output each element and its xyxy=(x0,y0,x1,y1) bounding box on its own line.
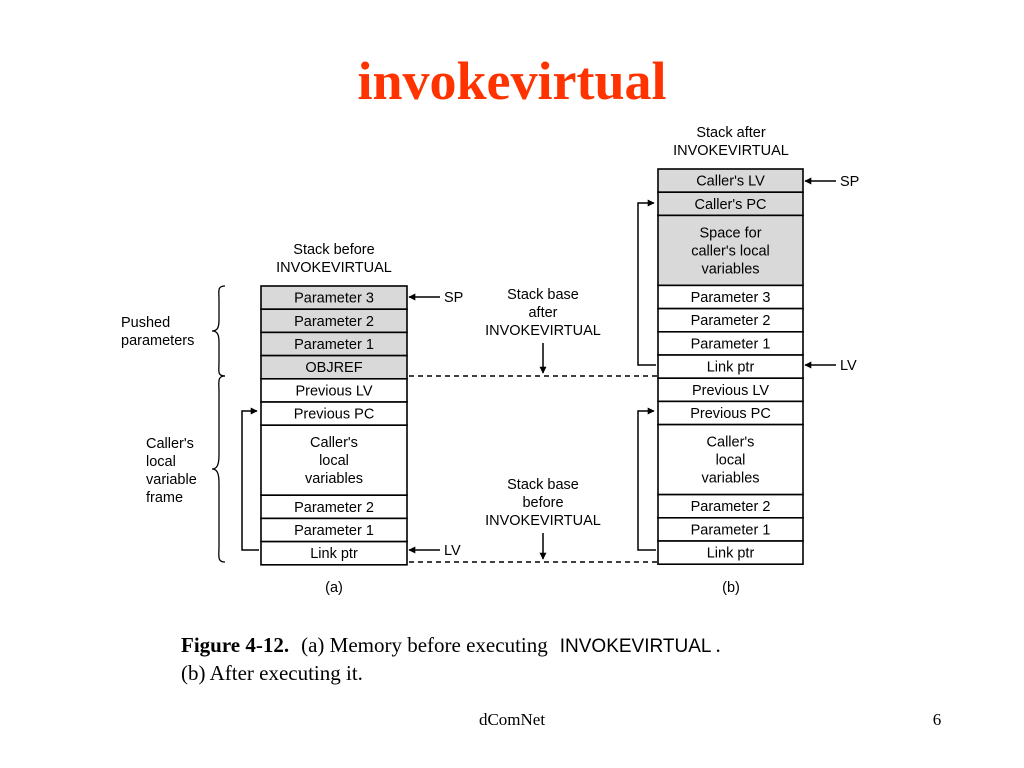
stack-a-cell-6-label-1: local xyxy=(319,453,349,469)
stack-b-cell-2-label-1: caller's local xyxy=(691,243,770,259)
lv-label-a: LV xyxy=(444,543,461,559)
footer-center: dComNet xyxy=(479,710,545,729)
stack-a-header-line2: INVOKEVIRTUAL xyxy=(276,260,392,276)
stack-b-cell-9-label-0: Caller's xyxy=(707,435,755,451)
figure-caption-line2: (b) After executing it. xyxy=(181,661,363,685)
stack-b-cell-2-label-0: Space for xyxy=(699,225,761,241)
frame-label-line2: local xyxy=(146,454,176,470)
stack-a-cell-4-label-0: Previous LV xyxy=(295,383,372,399)
figure-label: Figure 4-12. xyxy=(181,633,289,657)
stack-b-cell-1-label-0: Caller's PC xyxy=(694,197,766,213)
stack-a-header-line1: Stack before xyxy=(293,242,374,258)
sp-label-a: SP xyxy=(444,290,463,306)
stack-b-cell-9 xyxy=(657,423,804,496)
base-before-line1: Stack base xyxy=(507,477,579,493)
frame-label-line1: Caller's xyxy=(146,436,194,452)
stack-b-cell-10-label-0: Parameter 2 xyxy=(691,499,771,515)
stack-a-cell-7-label-0: Parameter 2 xyxy=(294,500,374,516)
stack-b-cell-12 xyxy=(657,540,804,566)
stack-b-header-line2: INVOKEVIRTUAL xyxy=(673,143,789,159)
base-after-line3: INVOKEVIRTUAL xyxy=(485,323,601,339)
brace-pushed-parameters xyxy=(211,285,226,377)
stack-b-cell-5-label-0: Parameter 1 xyxy=(691,336,771,352)
base-after-line1: Stack base xyxy=(507,287,579,303)
stack-b-cell-4-label-0: Parameter 2 xyxy=(691,313,771,329)
frame-label-line3: variable xyxy=(146,472,197,488)
stack-a-cell-8-label-0: Parameter 1 xyxy=(294,523,374,539)
sp-label-b: SP xyxy=(840,174,859,190)
stack-a-cell-9 xyxy=(260,540,408,566)
stack-b-cell-11-label-0: Parameter 1 xyxy=(691,522,771,538)
stack-a-cell-0-label-0: Parameter 3 xyxy=(294,291,374,307)
stack-b-header-line1: Stack after xyxy=(696,125,765,141)
stack-b-cell-6-label-0: Link ptr xyxy=(707,360,755,376)
stack-a: Parameter 3 Parameter 2 Parameter 1 OBJREF P… xyxy=(260,285,408,566)
stack-b-cell-9-label-1: local xyxy=(716,453,746,469)
figure-caption-period: . xyxy=(715,633,720,657)
stack-b-cell-2 xyxy=(657,214,804,287)
caption-b: (b) xyxy=(722,580,740,596)
stack-a-cell-2-label-0: Parameter 1 xyxy=(294,337,374,353)
base-after-line2: after xyxy=(528,305,557,321)
stack-b-cell-8-label-0: Previous PC xyxy=(690,406,771,422)
stack-a-cell-6-label-0: Caller's xyxy=(310,435,358,451)
stack-a-cell-6-label-2: variables xyxy=(305,471,363,487)
base-before-line2: before xyxy=(522,495,563,511)
figure-caption-mono: INVOKEVIRTUAL xyxy=(560,636,712,657)
slide-title: invokevirtual xyxy=(357,51,667,111)
brace-caller-frame xyxy=(211,375,226,563)
stack-a-cell-5-label-0: Previous PC xyxy=(294,407,375,423)
stack-a-cell-6 xyxy=(260,424,408,497)
stack-b-cell-3-label-0: Parameter 3 xyxy=(691,290,771,306)
link-arrow-b-lower xyxy=(637,407,656,551)
link-arrow-a xyxy=(241,407,259,551)
link-arrow-b-upper xyxy=(637,199,656,366)
lv-label-b: LV xyxy=(840,358,857,374)
stack-b-cell-2-label-2: variables xyxy=(701,261,759,277)
figure-caption-text: (a) Memory before executing xyxy=(301,633,548,657)
frame-label-line4: frame xyxy=(146,490,183,506)
stack-b-cell-0-label-0: Caller's LV xyxy=(696,174,765,190)
base-before-line3: INVOKEVIRTUAL xyxy=(485,513,601,529)
stack-b-cell-9-label-2: variables xyxy=(701,471,759,487)
stack-a-cell-1-label-0: Parameter 2 xyxy=(294,314,374,330)
pushed-label-line1: Pushed xyxy=(121,315,170,331)
figure-caption-line1: Figure 4-12. (a) Memory before executing… xyxy=(181,633,721,657)
stack-b-cell-7-label-0: Previous LV xyxy=(692,383,769,399)
stack-b-cell-12-label-0: Link ptr xyxy=(707,546,755,562)
stack-b: Caller's LV Caller's PC Space for caller's … xyxy=(657,168,804,566)
pushed-label-line2: parameters xyxy=(121,333,194,349)
caption-a: (a) xyxy=(325,580,343,596)
stack-a-cell-3-label-0: OBJREF xyxy=(305,360,362,376)
page-number: 6 xyxy=(933,710,942,729)
stack-a-cell-9-label-0: Link ptr xyxy=(310,546,358,562)
